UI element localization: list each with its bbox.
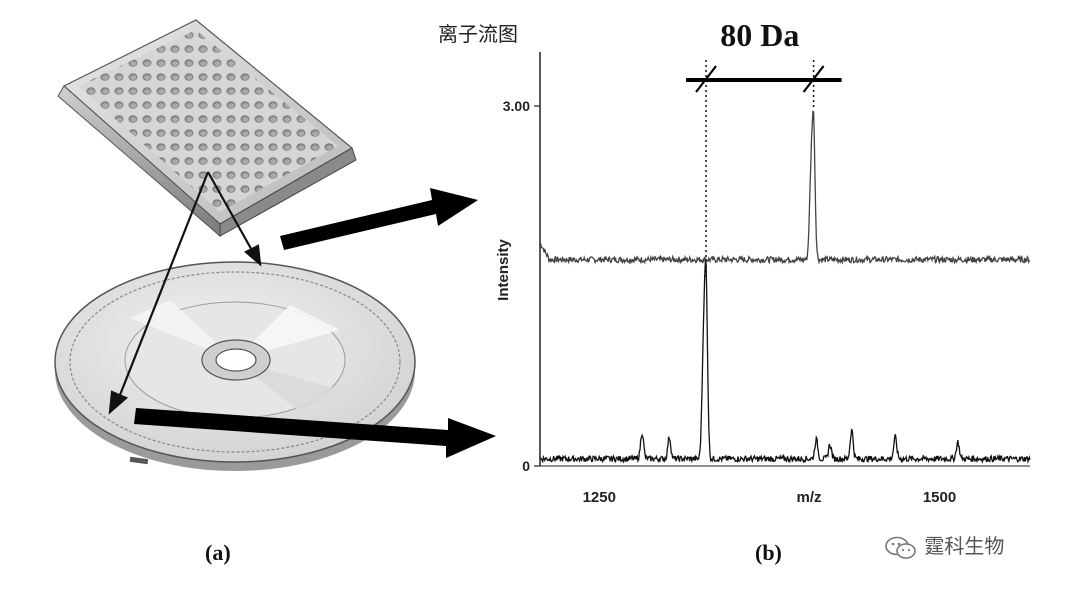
x-tick-label: 1250 — [583, 489, 616, 506]
wechat-icon — [884, 534, 924, 559]
ion-chromatogram-title: 离子流图 — [438, 22, 518, 46]
arrow-to-bottom-spectrum — [134, 408, 496, 458]
x-axis-label: m/z — [796, 489, 821, 506]
spectrum-trace — [539, 110, 1031, 265]
microplate-illustration — [57, 19, 357, 238]
panel-a-label: (a) — [205, 540, 231, 565]
mass-spectrum-chart: 3.00 0 1250 1500 m/z Intensity 80 Da — [495, 17, 1031, 506]
delta-tick-left — [695, 65, 717, 93]
delta-label: 80 Da — [720, 17, 799, 53]
y-axis-label: Intensity — [495, 239, 512, 301]
x-tick-label: 1500 — [923, 489, 956, 506]
y-tick-label: 3.00 — [503, 98, 530, 114]
delta-tick-right — [802, 65, 825, 93]
arrow-to-top-spectrum — [280, 188, 478, 250]
watermark-text: 霆科生物 — [924, 534, 1005, 558]
spectrum-trace — [539, 261, 1031, 464]
y-tick-label: 0 — [522, 458, 530, 474]
plate-to-disc-arrows — [108, 171, 262, 415]
panel-b-label: (b) — [755, 540, 782, 565]
watermark: 霆科生物 — [884, 530, 1004, 561]
